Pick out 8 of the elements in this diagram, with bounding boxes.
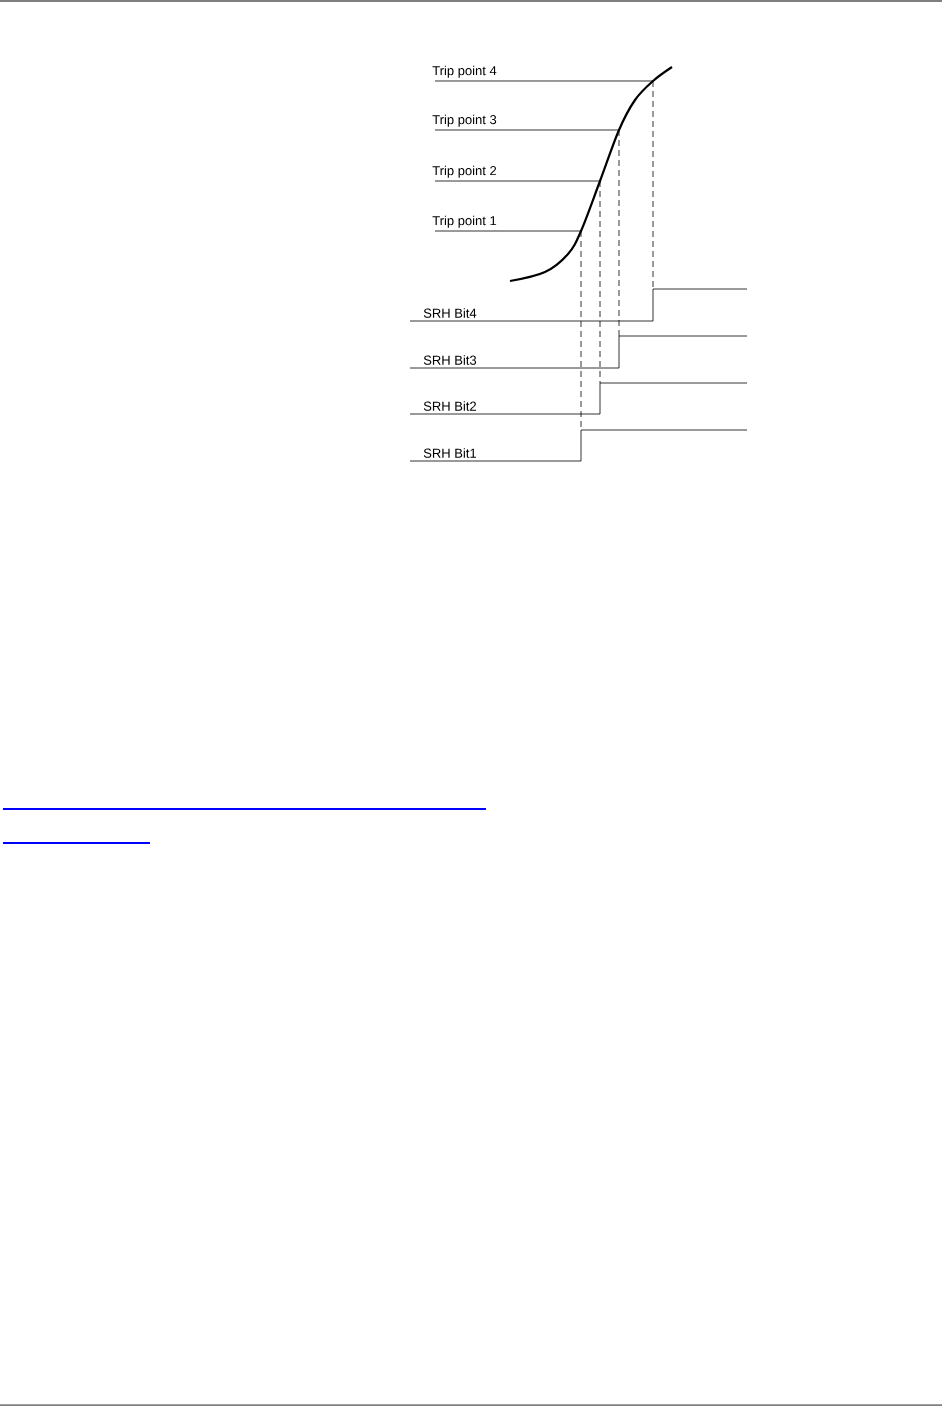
trip-point-label: Trip point 3 xyxy=(432,114,497,127)
bit-label: SRH Bit1 xyxy=(423,448,476,458)
bit-label: SRH Bit2 xyxy=(423,401,476,411)
trip-point-label: Trip point 1 xyxy=(432,215,497,228)
trip-point-label: Trip point 2 xyxy=(432,165,497,178)
trip-point-label: Trip point 4 xyxy=(432,65,497,78)
bit-label: SRH Bit3 xyxy=(423,355,477,365)
bit-label: SRH Bit4 xyxy=(423,308,477,318)
